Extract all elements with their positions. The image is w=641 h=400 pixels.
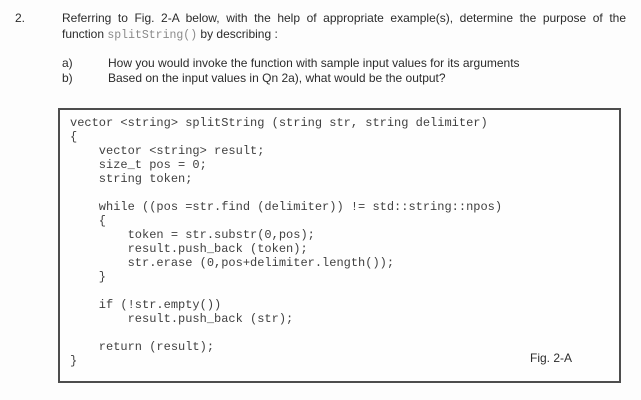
question-number: 2. xyxy=(15,11,26,25)
sub-question-b-label: b) xyxy=(62,71,73,85)
sub-question-list: a) How you would invoke the function wit… xyxy=(62,56,622,86)
code-listing: vector <string> splitString (string str,… xyxy=(70,116,503,368)
sub-question-b-text: Based on the input values in Qn 2a), wha… xyxy=(108,71,446,85)
question-intro-line1: Referring to Fig. 2-A below, with the he… xyxy=(62,11,626,25)
sub-question-a: a) How you would invoke the function wit… xyxy=(62,56,622,71)
question-intro-line2-before: function xyxy=(62,27,108,41)
question-intro: Referring to Fig. 2-A below, with the he… xyxy=(62,10,626,44)
figure-2a-code-box: vector <string> splitString (string str,… xyxy=(58,108,621,383)
sub-question-b: b) Based on the input values in Qn 2a), … xyxy=(62,71,622,86)
sub-question-a-text: How you would invoke the function with s… xyxy=(108,56,520,70)
figure-caption: Fig. 2-A xyxy=(529,351,572,365)
question-intro-line2-after: by describing : xyxy=(197,27,278,41)
inline-code-function-name: splitString() xyxy=(107,29,198,42)
sub-question-a-label: a) xyxy=(62,56,73,70)
question-intro-line2: function splitString() by describing : xyxy=(62,26,626,44)
